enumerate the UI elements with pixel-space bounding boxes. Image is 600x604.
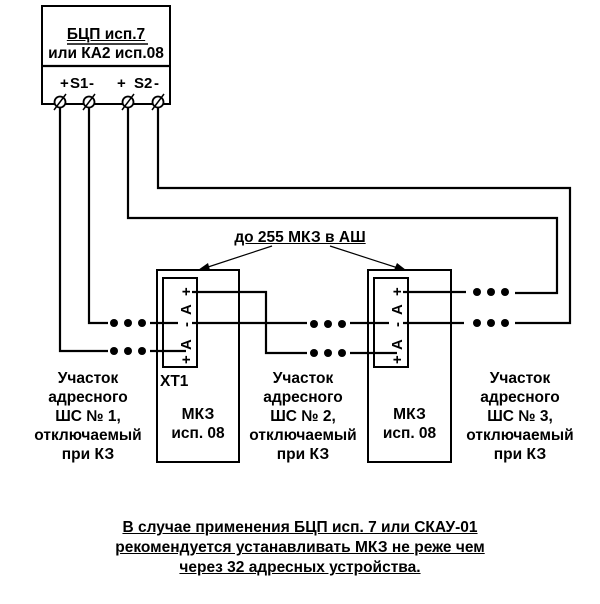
segment-label-1: Участок адресного ШС № 1, отключаемый пр… [18,369,158,464]
xt1-pin-labels: + А - А + [178,287,195,364]
segment-text: ШС № 3, [487,408,553,425]
xt1-label: XT1 [160,373,189,390]
controller-title: БЦП исп.7 или КА2 исп.08 [42,25,170,63]
mkz1-name: МКЗ исп. 08 [157,405,239,443]
note-line-1: В случае применения БЦП исп. 7 или СКАУ-… [122,519,478,536]
recommendation-note: В случае применения БЦП исп. 7 или СКАУ-… [0,518,600,578]
wire-s2-minus [156,108,572,325]
segment-text: при КЗ [61,446,115,463]
ellipsis-icon [110,347,146,355]
ellipsis-icon [473,319,509,327]
controller-outline [41,5,171,105]
s1-plus-label: + [60,75,69,92]
mkz2-variant: исп. 08 [382,425,437,442]
pin-label: - [178,322,195,327]
pin-label: + [389,287,406,296]
ellipsis-icon [110,319,146,327]
mkz-outline [367,269,452,463]
segment-label-3: Участок адресного ШС № 3, отключаемый пр… [450,369,590,464]
connector-pin-labels: + А - А + [389,287,406,364]
segment-label-2: Участок адресного ШС № 2, отключаемый пр… [233,369,373,464]
segment-text: при КЗ [493,446,547,463]
segment-text: Участок [489,370,551,387]
mkz1-variant: исп. 08 [171,425,225,442]
xt1-connector [162,277,198,368]
connector-block [373,277,409,368]
segment-text: отключаемый [249,427,357,444]
segment-text: Участок [57,370,119,387]
callout-arrows [198,245,406,270]
ellipsis-icon [310,349,346,357]
segment-text: при КЗ [276,446,330,463]
mkz2-name: МКЗ исп. 08 [368,405,451,443]
segment-text: Участок [272,370,334,387]
pin-label: + [178,287,195,296]
arrow-line [329,245,399,269]
wire-s2-plus [126,108,559,295]
segment-text: ШС № 1, [55,408,121,425]
ellipsis-icon [310,320,346,328]
note-line-2: рекомендуется устанавливать МКЗ не реже … [115,539,485,556]
arrowhead-icon [198,263,210,270]
segment-text: адресного [263,389,343,406]
segment-text: ШС № 2, [270,408,336,425]
pin-label: + [178,355,195,364]
arrowhead-icon [394,263,406,270]
mkz1-title: МКЗ [181,406,215,423]
screw-terminal-icon [151,93,165,111]
pin-label: А [178,304,195,315]
pin-label: + [389,355,406,364]
controller-title-line2: или КА2 исп.08 [48,45,164,62]
mkz-module-2: + А - А + [367,269,452,463]
screw-terminal-icon [121,93,135,111]
segment-text: адресного [480,389,560,406]
ellipsis-icon [473,288,509,296]
s1-minus-label: - [89,75,94,92]
s2-minus-label: - [154,75,159,92]
wires [58,108,572,355]
callout-label: до 255 МКЗ в АШ [234,229,366,246]
mkz2-title: МКЗ [393,406,426,423]
pin-label: А [389,339,406,350]
terminal-screws [53,93,165,111]
controller-block: + S1 - + S2 - [41,5,171,105]
s2-plus-label: + [117,75,126,92]
note-line-3: через 32 адресных устройства. [179,559,421,576]
controller-title-line1: БЦП исп.7 [66,26,146,43]
wire-s1-minus [87,108,108,325]
screw-terminal-icon [82,93,96,111]
segment-text: отключаемый [466,427,574,444]
pin-label: А [389,304,406,315]
wire-s1-plus [58,108,108,353]
screw-terminal-icon [53,93,67,111]
pin-label: - [389,322,406,327]
segment-text: адресного [48,389,128,406]
s1-label: S1 [70,75,88,92]
arrow-line [204,245,273,269]
s2-label: S2 [134,75,152,92]
pin-label: А [178,339,195,350]
continuation-dots [110,288,509,357]
segment-text: отключаемый [34,427,142,444]
